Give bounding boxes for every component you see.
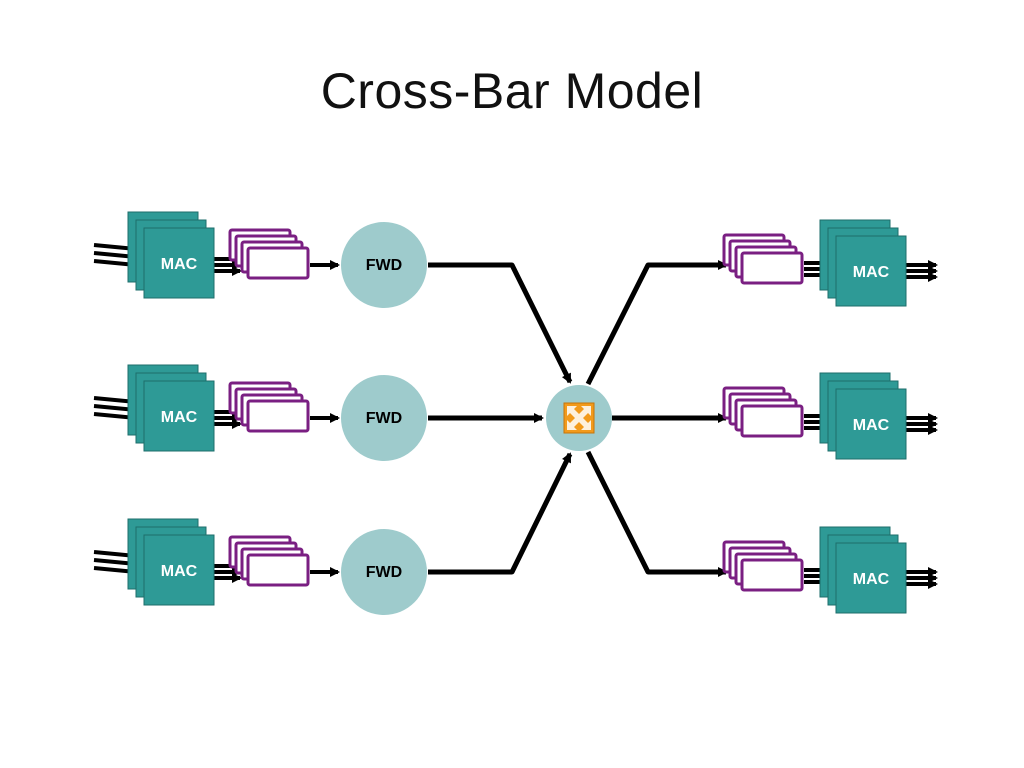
mac-layer: [835, 235, 907, 307]
input-mac-stack: MAC: [127, 518, 215, 606]
fwd-label: FWD: [366, 410, 402, 427]
mac-layer: [835, 388, 907, 460]
mac-label: MAC: [853, 571, 890, 588]
output-queue-stack: [722, 540, 804, 592]
output-queue-stack: [722, 386, 804, 438]
queue-packet: [246, 246, 310, 280]
queue-packet: [246, 399, 310, 433]
input-mac-stack: MAC: [127, 364, 215, 452]
fwd-circle: [341, 375, 427, 461]
mac-label: MAC: [161, 409, 198, 426]
mac-label: MAC: [161, 563, 198, 580]
fwd-circle: [341, 529, 427, 615]
mac-layer: [143, 227, 215, 299]
crossbar-switch: [546, 385, 612, 451]
output-mac-stack: MAC: [819, 219, 907, 307]
fwd-to-switch-line: [428, 262, 573, 384]
output-queue-stack: [722, 233, 804, 285]
fwd-circle: [341, 222, 427, 308]
input-queue-stack: [228, 228, 310, 280]
queue-packet: [740, 404, 804, 438]
queue-packet: [246, 553, 310, 587]
mac-label: MAC: [161, 256, 198, 273]
input-queue-stack: [228, 381, 310, 433]
fwd-node: FWD: [341, 222, 427, 308]
input-mac-stack: MAC: [127, 211, 215, 299]
queue-packet: [740, 251, 804, 285]
slide-title: Cross-Bar Model: [320, 63, 704, 119]
mac-label: MAC: [853, 264, 890, 281]
switch-to-output-line: [585, 260, 728, 386]
crossbar-switch-icon: [563, 402, 595, 434]
fwd-node: FWD: [341, 529, 427, 615]
output-mac-stack: MAC: [819, 526, 907, 614]
fwd-node: FWD: [341, 375, 427, 461]
fwd-label: FWD: [366, 564, 402, 581]
queue-packet: [740, 558, 804, 592]
mac-layer: [143, 380, 215, 452]
input-queue-stack: [228, 535, 310, 587]
fwd-to-switch-line: [428, 452, 573, 575]
output-mac-stack: MAC: [819, 372, 907, 460]
mac-layer: [835, 542, 907, 614]
mac-label: MAC: [853, 417, 890, 434]
switch-icon-arrows: [567, 406, 591, 430]
switch-to-output-line: [585, 450, 728, 577]
fwd-label: FWD: [366, 257, 402, 274]
mac-layer: [143, 534, 215, 606]
